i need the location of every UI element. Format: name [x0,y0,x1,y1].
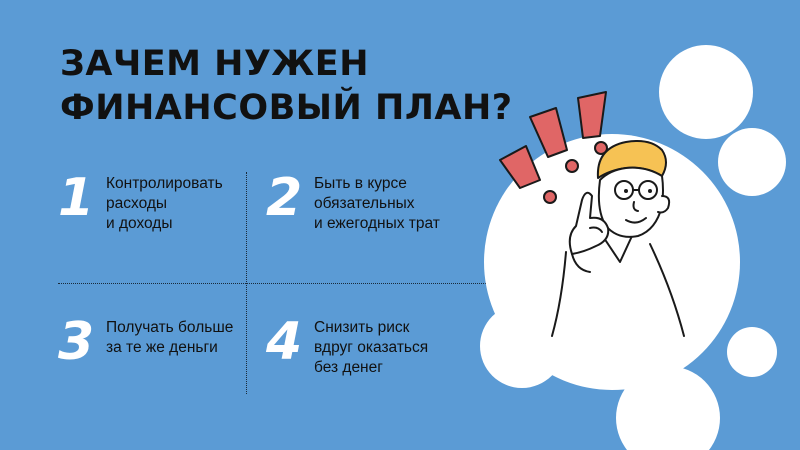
shirt-collar [603,235,633,263]
exclamation-bar-left [529,107,568,158]
grid-horizontal-divider [58,283,498,284]
point-1: 1 Контролировать расходы и доходы [58,172,223,234]
cloud-bubbles [480,45,786,450]
point-3-line-1: Получать больше [106,319,234,336]
point-1-text: Контролировать расходы и доходы [106,174,223,234]
point-2-line-1: Быть в курсе [314,175,407,192]
point-3: 3 Получать больше за те же деньги [58,316,233,368]
sleeve-cuff [571,253,591,273]
bubble-bottom [616,366,720,450]
point-1-number: 1 [58,168,95,228]
point-1-line-2: расходы [106,195,168,212]
point-2-line-3: и ежегодных трат [314,215,440,232]
bubble-bottom-left [480,304,564,388]
torso-right-outline [649,243,685,337]
point-2-text: Быть в курсе обязательных и ежегодных тр… [314,174,440,234]
point-4: 4 Снизить риск вдруг оказаться без денег [266,316,428,378]
eye-left [624,189,628,193]
glasses-right-lens [638,180,658,200]
hand-finger-fold [589,226,603,233]
point-4-line-2: вдруг оказаться [314,339,429,356]
point-1-line-1: Контролировать [106,175,223,192]
point-4-text: Снизить риск вдруг оказаться без денег [314,318,428,378]
point-4-number: 4 [266,312,303,372]
bubble-top-right [659,45,753,139]
bubble-right [718,128,786,196]
point-2: 2 Быть в курсе обязательных и ежегодных … [266,172,440,234]
point-3-number: 3 [58,312,95,372]
exclamation-dot-left [565,159,579,173]
exclamation-bar-lower [499,145,541,189]
exclamation-dot-middle [594,141,608,155]
page-title: ЗАЧЕМ НУЖЕН ФИНАНСОВЫЙ ПЛАН? [60,42,513,130]
exclamation-bar-middle [577,91,607,139]
point-3-line-2: за те же деньги [106,339,218,356]
man-figure [551,140,685,337]
point-2-line-2: обязательных [314,195,415,212]
glasses-left-lens [614,180,634,200]
eye-right [648,189,652,193]
nose [632,201,639,212]
title-line-1: ЗАЧЕМ НУЖЕН [60,44,369,84]
point-4-line-3: без денег [314,359,383,376]
exclamation-dot-lower [543,190,557,204]
smile [625,217,647,224]
bubble-small-right [727,327,777,377]
raised-hand [568,191,610,255]
point-4-line-1: Снизить риск [314,319,410,336]
exclamation-marks [499,91,608,204]
title-line-2: ФИНАНСОВЫЙ ПЛАН? [60,88,513,128]
torso-left-outline [551,251,567,337]
point-3-text: Получать больше за те же деньги [106,318,233,358]
point-1-line-3: и доходы [106,215,173,232]
ear [657,195,671,214]
point-2-number: 2 [266,168,303,228]
